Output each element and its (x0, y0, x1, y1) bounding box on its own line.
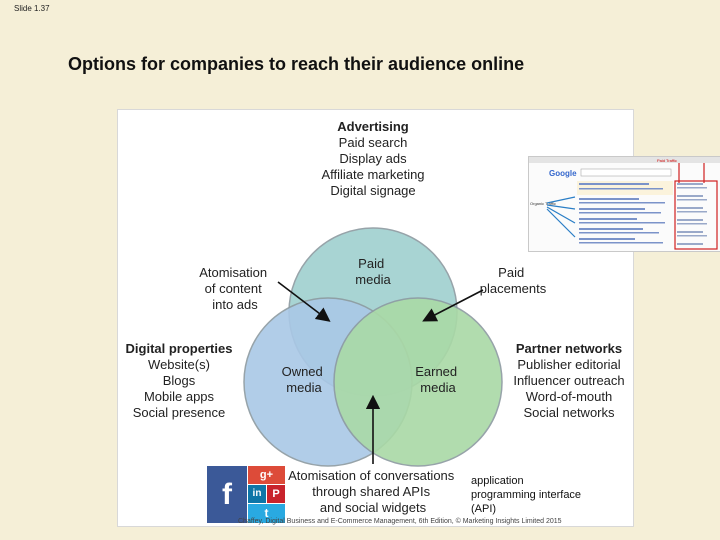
earned-media-label: Earned media (415, 364, 461, 395)
venn-diagram: Paid media Owned media Earned media Adve… (126, 119, 625, 515)
api-note: application programming interface (API) (471, 474, 611, 516)
partner-networks-item: Influencer outreach (513, 373, 624, 388)
advertising-item: Display ads (339, 151, 407, 166)
digital-properties-item: Social presence (133, 405, 226, 420)
google-plus-icon: g+ (248, 466, 285, 484)
advertising-item: Affiliate marketing (321, 167, 424, 182)
owned-media-label: Owned media (282, 364, 327, 395)
advertising-item: Paid search (339, 135, 408, 150)
twitter-icon: t (248, 504, 285, 523)
api-note-line: (API) (471, 503, 497, 515)
advertising-item: Digital signage (330, 183, 415, 198)
advertising-heading: Advertising (337, 119, 409, 134)
footer-credit: Chaffey, Digital Business and E-Commerce… (238, 518, 562, 525)
search-engine-logo: Google (549, 169, 577, 178)
digital-properties-item: Website(s) (148, 357, 210, 372)
partner-networks-heading: Partner networks (516, 341, 622, 356)
digital-properties-item: Blogs (163, 373, 196, 388)
paid-placements-label: Paid placements (480, 265, 547, 296)
search-results-screenshot: Google Paid Traffic Organic Traffic (528, 156, 720, 252)
paid-placements-arrow (422, 289, 484, 322)
paid-traffic-label: Paid Traffic (657, 158, 677, 163)
slide-number: Slide 1.37 (14, 4, 50, 13)
digital-properties-heading: Digital properties (126, 341, 233, 356)
paid-media-label: Paid media (355, 256, 391, 287)
organic-traffic-label: Organic Traffic (530, 201, 556, 206)
facebook-icon: f (207, 466, 247, 523)
atomisation-content-arrow (277, 281, 331, 322)
digital-properties-item: Mobile apps (144, 389, 215, 404)
earned-media-circle (333, 297, 503, 467)
partner-networks-item: Social networks (523, 405, 615, 420)
api-note-line: application (471, 475, 524, 487)
atomisation-conversations-label: Atomisation of conversations through sha… (288, 468, 458, 515)
pinterest-icon: P (267, 485, 285, 503)
partner-networks-item: Publisher editorial (517, 357, 620, 372)
social-icons-cluster: f g+ in P t (207, 466, 285, 523)
partner-networks-item: Word-of-mouth (526, 389, 612, 404)
atomisation-content-label: Atomisation of content into ads (199, 265, 271, 312)
slide-title: Options for companies to reach their aud… (68, 54, 525, 74)
search-results-thumbnail: Google Paid Traffic Organic Traffic (529, 157, 720, 250)
linkedin-icon: in (248, 485, 266, 503)
api-note-line: programming interface (471, 489, 582, 501)
